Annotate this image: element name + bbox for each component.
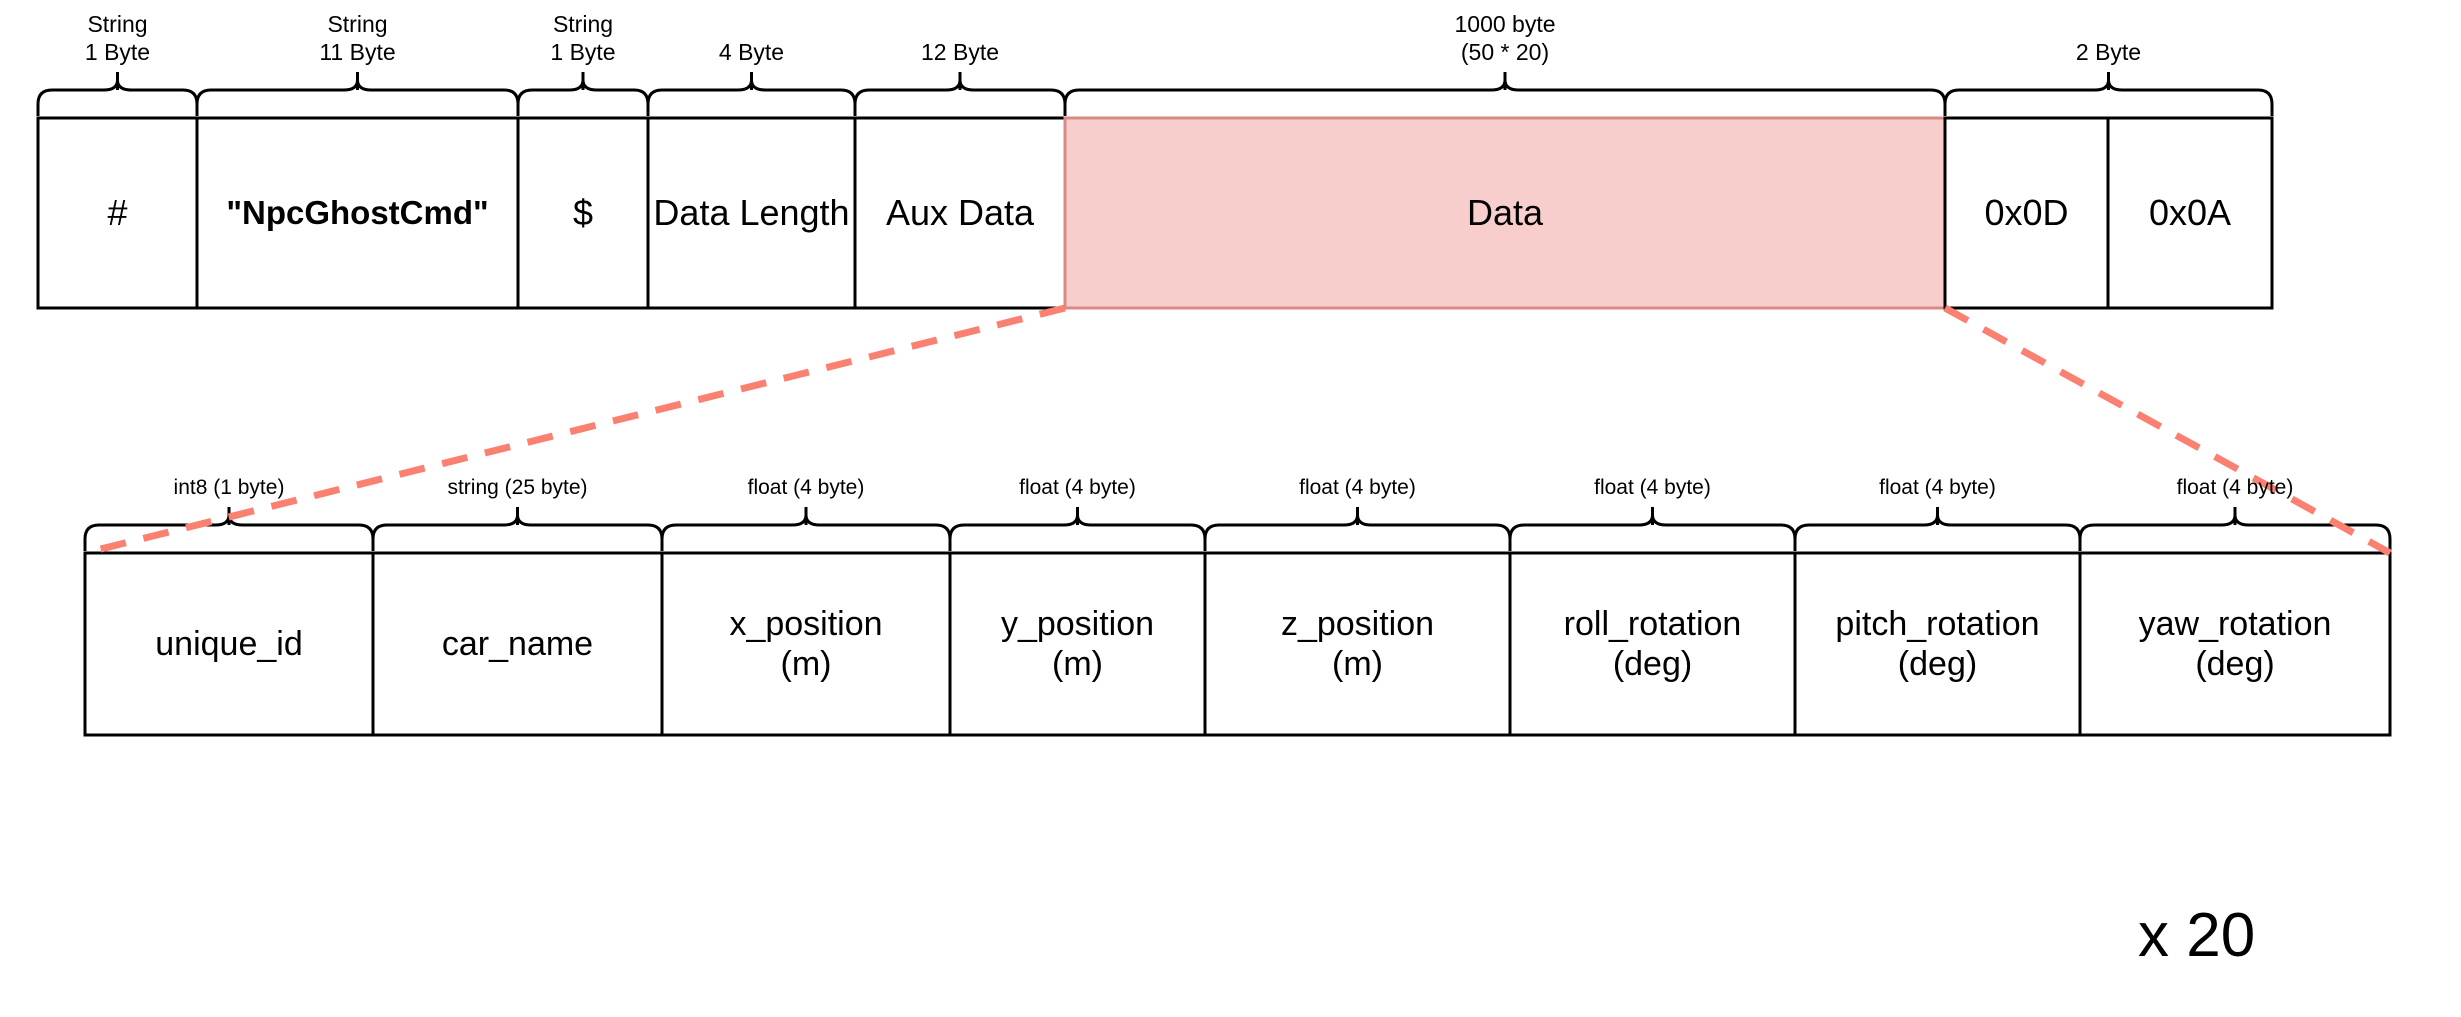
- packet-row-shapes: [36, 72, 2274, 310]
- packet-field-box: [2106, 116, 2274, 310]
- packet-field-label: Data Length: [653, 191, 850, 233]
- packet-size-label: 4 Byte: [718, 39, 785, 65]
- packet-field-label: #: [107, 191, 128, 233]
- record-size-label: string (25 byte): [447, 476, 588, 499]
- record-field-label: y_position (m): [1000, 604, 1155, 683]
- record-field-label: roll_rotation (deg): [1563, 604, 1742, 683]
- record-size-label: float (4 byte): [1879, 476, 1996, 499]
- record-size-label: int8 (1 byte): [173, 476, 285, 499]
- packet-field-box: [36, 116, 199, 310]
- record-field-box: [371, 551, 664, 737]
- packet-size-label: String 1 Byte: [550, 11, 616, 66]
- record-field-box: [1203, 551, 1512, 737]
- record-size-label: float (4 byte): [2176, 476, 2294, 499]
- record-field-label: yaw_rotation (deg): [2138, 604, 2332, 683]
- record-size-label: float (4 byte): [1019, 476, 1136, 499]
- packet-field-box: [1943, 116, 2110, 310]
- packet-field-label: Data: [1466, 191, 1544, 233]
- record-field-label: z_position (m): [1280, 604, 1435, 683]
- record-field-box: [1793, 551, 2082, 737]
- packet-size-label: 12 Byte: [921, 39, 999, 65]
- packet-field-label: Aux Data: [885, 191, 1035, 233]
- packet-size-label: String 1 Byte: [84, 11, 151, 66]
- record-field-label: pitch_rotation (deg): [1835, 604, 2040, 683]
- packet-size-label: String 11 Byte: [319, 11, 396, 66]
- packet-field-label: 0x0D: [1984, 191, 2069, 233]
- packet-field-label: "NpcGhostCmd": [226, 193, 489, 231]
- record-field-label: car_name: [441, 624, 594, 663]
- record-size-label: float (4 byte): [1594, 476, 1711, 499]
- record-field-label: unique_id: [155, 624, 303, 663]
- packet-field-box: [195, 116, 520, 310]
- record-field-label: x_position (m): [729, 604, 883, 683]
- record-field-box: [83, 551, 375, 737]
- packet-size-label: 2 Byte: [2075, 39, 2142, 65]
- expansion-line-left: [84, 304, 1066, 557]
- packet-field-label: 0x0A: [2148, 191, 2232, 233]
- packet-field-label: $: [572, 191, 594, 233]
- packet-field-box: [646, 116, 857, 310]
- record-size-label: float (4 byte): [747, 476, 865, 499]
- packet-size-label: 1000 byte (50 * 20): [1454, 11, 1556, 66]
- expansion-line-right: [1943, 304, 2392, 557]
- packet-field-box: [516, 116, 650, 310]
- record-field-box: [1508, 551, 1797, 737]
- record-field-box: [2078, 551, 2392, 737]
- record-size-label: float (4 byte): [1299, 476, 1416, 499]
- packet-field-box: [1063, 116, 1947, 310]
- record-field-box: [948, 551, 1207, 737]
- record-multiplier-label: x 20: [2138, 901, 2256, 970]
- expansion-link-lines: [84, 304, 2392, 557]
- packet-field-box: [853, 116, 1067, 310]
- data-row-shapes: [83, 507, 2392, 737]
